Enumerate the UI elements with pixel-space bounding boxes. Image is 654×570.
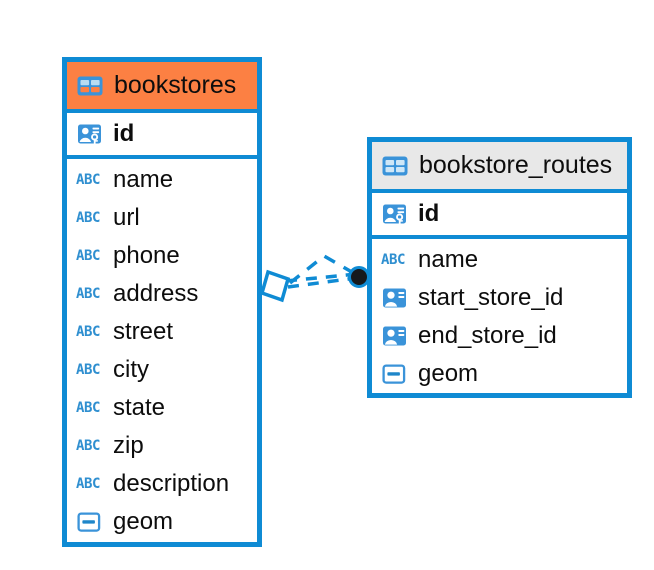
- field-row-street[interactable]: ABC street: [67, 313, 257, 351]
- field-row-description[interactable]: ABC description: [67, 465, 257, 503]
- text-abc-icon: ABC: [381, 252, 406, 268]
- field-label: start_store_id: [418, 284, 564, 311]
- field-label: geom: [113, 508, 174, 535]
- field-label: street: [113, 318, 174, 345]
- relationship-circle-marker: [348, 266, 370, 288]
- relationship-line-upper: [285, 272, 358, 283]
- entity-title: bookstores: [114, 71, 237, 99]
- field-label: end_store_id: [418, 322, 557, 349]
- entity-header-bookstores[interactable]: bookstores: [67, 62, 257, 109]
- primary-key-section: id: [372, 189, 627, 239]
- text-abc-icon: ABC: [76, 248, 101, 264]
- field-label: url: [113, 204, 140, 231]
- text-abc-icon: ABC: [76, 172, 101, 188]
- field-row-url[interactable]: ABC url: [67, 199, 257, 237]
- field-row-id[interactable]: id: [372, 193, 627, 235]
- table-icon: [381, 154, 409, 178]
- field-row-geom[interactable]: geom: [67, 503, 257, 541]
- entity-header-bookstore-routes[interactable]: bookstore_routes: [372, 142, 627, 189]
- text-abc-icon: ABC: [76, 286, 101, 302]
- geometry-icon: [76, 510, 104, 534]
- field-label: description: [113, 470, 230, 497]
- field-label: phone: [113, 242, 180, 269]
- field-row-zip[interactable]: ABC zip: [67, 427, 257, 465]
- fields-section: ABC name start_store_id: [372, 239, 627, 397]
- entity-bookstore-routes[interactable]: bookstore_routes id: [367, 137, 632, 398]
- text-abc-icon: ABC: [76, 362, 101, 378]
- field-row-city[interactable]: ABC city: [67, 351, 257, 389]
- relationship-line-branch: [288, 253, 358, 285]
- field-row-end-store-id[interactable]: end_store_id: [372, 317, 627, 355]
- field-row-address[interactable]: ABC address: [67, 275, 257, 313]
- field-row-state[interactable]: ABC state: [67, 389, 257, 427]
- text-abc-icon: ABC: [76, 210, 101, 226]
- relationship-diamond-marker: [259, 269, 291, 303]
- text-abc-icon: ABC: [76, 438, 101, 454]
- field-label: city: [113, 356, 149, 383]
- field-row-phone[interactable]: ABC phone: [67, 237, 257, 275]
- text-abc-icon: ABC: [76, 476, 101, 492]
- geometry-icon: [381, 362, 409, 386]
- foreign-key-icon: [381, 324, 409, 348]
- field-row-name[interactable]: ABC name: [372, 241, 627, 279]
- entity-bookstores[interactable]: bookstores id: [62, 57, 262, 547]
- table-icon: [76, 74, 104, 98]
- field-row-name[interactable]: ABC name: [67, 161, 257, 199]
- fields-section: ABC name ABC url ABC phone ABC address A…: [67, 159, 257, 545]
- field-row-geom[interactable]: geom: [372, 355, 627, 393]
- foreign-key-icon: [381, 286, 409, 310]
- relationship-line-middle: [287, 276, 357, 289]
- text-abc-icon: ABC: [76, 324, 101, 340]
- primary-key-icon: [76, 122, 104, 146]
- field-label: geom: [418, 360, 479, 387]
- field-label: state: [113, 394, 166, 421]
- field-label: id: [113, 120, 135, 147]
- field-label: zip: [113, 432, 144, 459]
- field-label: id: [418, 200, 440, 227]
- primary-key-icon: [381, 202, 409, 226]
- text-abc-icon: ABC: [76, 400, 101, 416]
- field-label: address: [113, 280, 199, 307]
- field-label: name: [113, 166, 174, 193]
- field-row-start-store-id[interactable]: start_store_id: [372, 279, 627, 317]
- field-row-id[interactable]: id: [67, 113, 257, 155]
- primary-key-section: id: [67, 109, 257, 159]
- field-label: name: [418, 246, 479, 273]
- entity-title: bookstore_routes: [419, 151, 613, 179]
